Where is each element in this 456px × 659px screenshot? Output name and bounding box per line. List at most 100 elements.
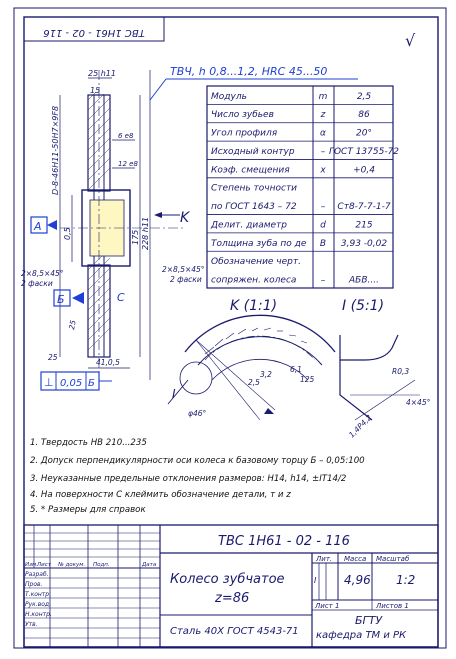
tol-value: 0,05 <box>60 378 82 389</box>
param-value: 2,5 <box>357 92 372 102</box>
dim-w1: 41,0,5 <box>96 358 120 367</box>
dim-d3: 6 e8 <box>118 132 134 140</box>
tb-scale: 1:2 <box>396 573 415 587</box>
stamp-box <box>23 16 165 42</box>
param-value: 3,93 -0,02 <box>341 239 387 249</box>
dim-d4: 12 e8 <box>118 160 138 168</box>
param-value: 215 <box>355 220 372 230</box>
dim-d2: 15 <box>90 86 100 95</box>
param-symbol: m <box>319 92 328 102</box>
tb-name1: Колесо зубчатое <box>170 572 285 587</box>
param-name: Модуль <box>211 92 247 102</box>
tb-org2: кафедра ТМ и РК <box>316 630 407 641</box>
tol-datum: Б <box>88 378 95 389</box>
dim-w3: 25 <box>67 319 78 330</box>
param-value: АБВ.... <box>348 275 379 285</box>
param-symbol: – <box>321 275 326 285</box>
tb-mass: 4,96 <box>344 573 371 587</box>
view-k-dim-0: 2,5 <box>248 378 260 387</box>
param-name: Коэф. смещения <box>211 165 290 175</box>
datum-c: C <box>117 291 125 304</box>
view-i-dim-2: 1,4Р4,2 <box>347 413 374 440</box>
dim-hub: 175 <box>131 230 140 245</box>
note-2: 2. Допуск перпендикулярности оси колеса … <box>30 456 365 466</box>
callout-i: I <box>172 387 176 401</box>
tb-role: Н.контр. <box>25 611 52 618</box>
tb-col-2: № докум. <box>57 562 85 568</box>
param-name: сопряжен. колеса <box>211 275 296 285</box>
view-k-dim-4: φ46° <box>188 409 206 418</box>
param-name: Исходный контур <box>211 147 295 157</box>
view-i <box>339 334 420 421</box>
param-name: Число зубьев <box>211 110 274 120</box>
note-3: 3. Неуказанные предельные отклонения раз… <box>30 474 347 484</box>
tb-org1: БГТУ <box>355 614 383 627</box>
param-symbol: d <box>320 220 326 230</box>
param-value: 20° <box>356 129 372 139</box>
tb-material: Сталь 40Х ГОСТ 4543-71 <box>170 626 299 637</box>
tb-col-4: Дата <box>141 562 157 568</box>
param-name: Обозначение черт. <box>211 257 301 267</box>
tb-col-0: Изм. <box>25 562 38 568</box>
tb-role: Утв. <box>25 621 38 628</box>
note-5: 5. * Размеры для справок <box>30 505 146 515</box>
param-name: Степень точности <box>211 184 297 194</box>
view-i-dim-1: 4×45° <box>406 398 431 407</box>
param-name: Делит. диаметр <box>210 220 287 230</box>
tb-mass-h: Масса <box>344 555 366 563</box>
tb-role: Т.контр. <box>25 591 51 598</box>
param-value: Ст8-7-7-1-7 <box>337 202 390 212</box>
tb-sheet: Лист 1 <box>314 602 339 610</box>
tb-role: Пров. <box>25 581 43 588</box>
arrow-k: K <box>180 210 191 226</box>
title-block-lines <box>23 524 439 648</box>
note-1: 1. Твердость НВ 210...235 <box>30 438 147 448</box>
tb-role: Рук.вод. <box>25 601 51 608</box>
param-symbol: x <box>319 165 326 175</box>
chamfer-right: 2×8,5×45° <box>162 265 205 274</box>
chamfer-left-2: 2 фаски <box>21 279 53 288</box>
view-k-dim-3: 125 <box>300 375 315 384</box>
datum-b: Б <box>57 293 65 306</box>
datum-b-box <box>53 289 71 307</box>
view-k <box>179 314 336 421</box>
param-name: по ГОСТ 1643 – 72 <box>211 202 297 212</box>
gear-section <box>59 70 185 380</box>
param-symbol: z <box>320 110 326 120</box>
param-value: 86 <box>358 110 370 120</box>
dim-d1: 25 h11 <box>88 69 116 78</box>
param-value: +0,4 <box>353 165 375 175</box>
tb-role: Разраб. <box>25 571 49 578</box>
tol-sym: ⊥ <box>44 376 54 389</box>
tb-name2: z=86 <box>214 591 249 606</box>
tb-col-1: Лист <box>36 562 52 568</box>
param-name: Толщина зуба по де <box>211 239 307 249</box>
param-symbol: B <box>320 239 326 249</box>
view-k-dim-2: 6,1 <box>290 365 302 374</box>
tb-scale-h: Масштаб <box>376 555 410 563</box>
datum-a: A <box>33 220 42 233</box>
tb-sheets: Листов 1 <box>375 602 409 610</box>
outer-frame <box>13 7 447 649</box>
view-k-title: K (1:1) <box>230 298 277 314</box>
view-i-title: I (5:1) <box>342 298 384 314</box>
param-name: Угол профиля <box>211 129 278 139</box>
dim-bore: 0,5 <box>63 227 72 240</box>
view-k-dim-1: 3,2 <box>260 370 272 379</box>
param-symbol: – <box>321 202 326 212</box>
param-value: ГОСТ 13755-72 <box>329 147 399 157</box>
stamp-text: ТВС 1Н61 - 02 - 116 <box>43 27 144 38</box>
note-4: 4. На поверхности С клеймить обозначение… <box>30 490 291 500</box>
dim-w2: 25 <box>48 353 58 362</box>
tb-lit-mark: I <box>314 576 317 585</box>
chamfer-right-2: 2 фаски <box>170 275 202 284</box>
roughness-corner-icon: √ <box>405 31 416 50</box>
dim-spline: D-8-46H11-50H7×9F8 <box>51 106 60 195</box>
heat-treatment: ТВЧ, h 0,8...1,2, HRC 45...50 <box>170 65 327 78</box>
tb-designation: ТВС 1Н61 - 02 - 116 <box>218 534 350 549</box>
chamfer-left: 2×8,5×45° <box>21 269 64 278</box>
dim-outer: 228 h11 <box>141 217 150 250</box>
tb-lit-h: Лит. <box>315 555 332 563</box>
